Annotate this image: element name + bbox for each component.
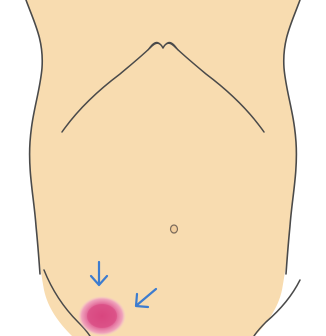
torso-shape bbox=[26, 0, 300, 336]
pain-spot-icon bbox=[78, 296, 126, 336]
navel bbox=[171, 225, 178, 233]
